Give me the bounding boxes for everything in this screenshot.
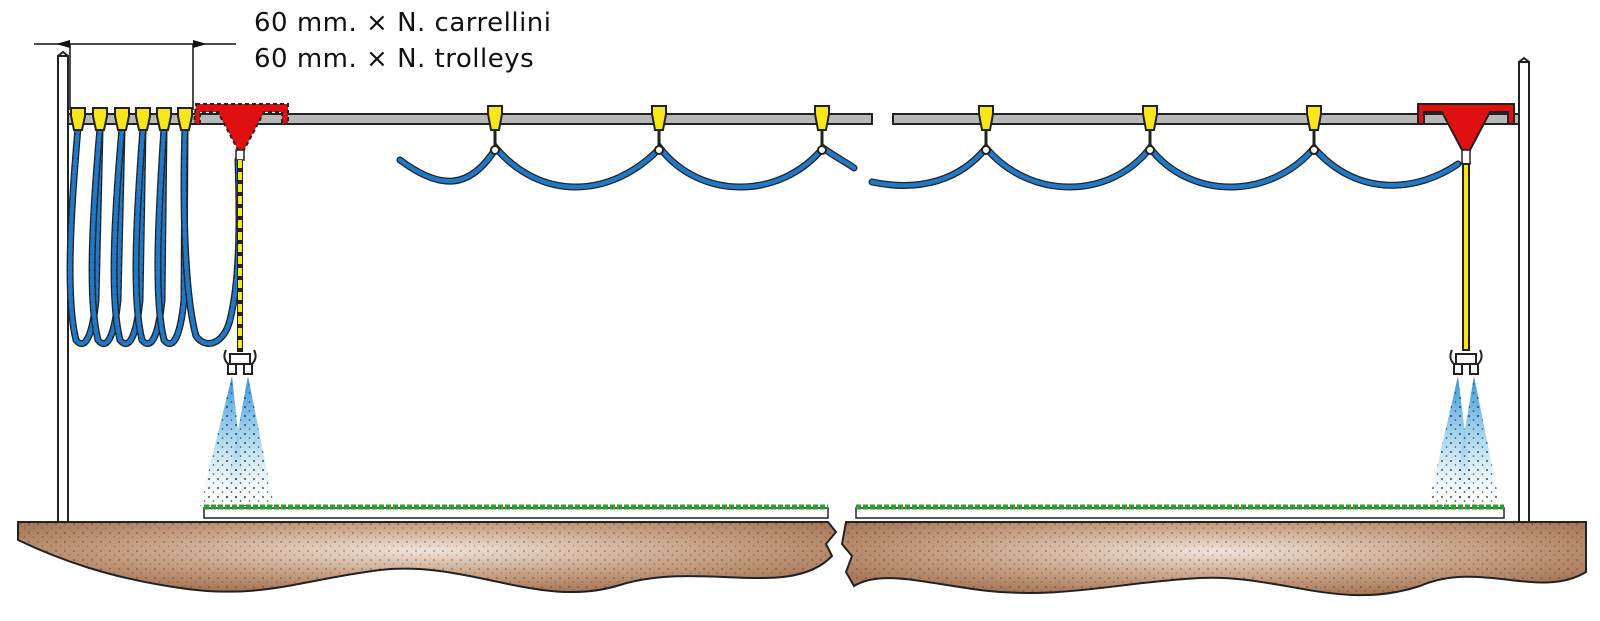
trolley-icon xyxy=(487,105,503,155)
trolley-icon xyxy=(92,107,108,131)
dimension-line xyxy=(34,40,236,110)
left-spray xyxy=(200,376,274,506)
right-column xyxy=(1518,56,1530,523)
trolley-icon xyxy=(135,107,151,131)
trolley-icon xyxy=(651,105,667,155)
dimension-label-english: 60 mm. × N. trolleys xyxy=(254,44,535,74)
dimension-label-italian: 60 mm. × N. carrellini xyxy=(254,8,552,38)
nozzle-head xyxy=(1449,349,1483,375)
rail-trolleys-left xyxy=(487,105,830,155)
bench-left xyxy=(203,504,829,519)
left-end-carriage xyxy=(192,103,289,375)
hose-festoon-right xyxy=(868,142,1462,191)
ground-left xyxy=(17,521,838,593)
hose-festoon-left xyxy=(396,142,858,191)
rail-trolleys-right xyxy=(978,105,1322,155)
right-spray xyxy=(1428,376,1500,506)
left-column xyxy=(57,50,69,523)
trolley-icon xyxy=(1142,105,1158,155)
right-end-carriage xyxy=(1417,103,1515,375)
parked-hose-loops xyxy=(66,124,243,347)
parked-trolleys xyxy=(70,107,193,131)
nozzle-head xyxy=(223,349,257,375)
bench-right xyxy=(855,504,1505,519)
trolley-icon xyxy=(70,107,86,131)
trolley-icon xyxy=(978,105,994,155)
rail xyxy=(67,113,1520,125)
trolley-icon xyxy=(177,107,193,131)
trolley-icon xyxy=(814,105,830,155)
ground-right xyxy=(840,521,1587,597)
trolley-icon xyxy=(1306,105,1322,155)
trolley-icon xyxy=(114,107,130,131)
trolley-icon xyxy=(156,107,172,131)
